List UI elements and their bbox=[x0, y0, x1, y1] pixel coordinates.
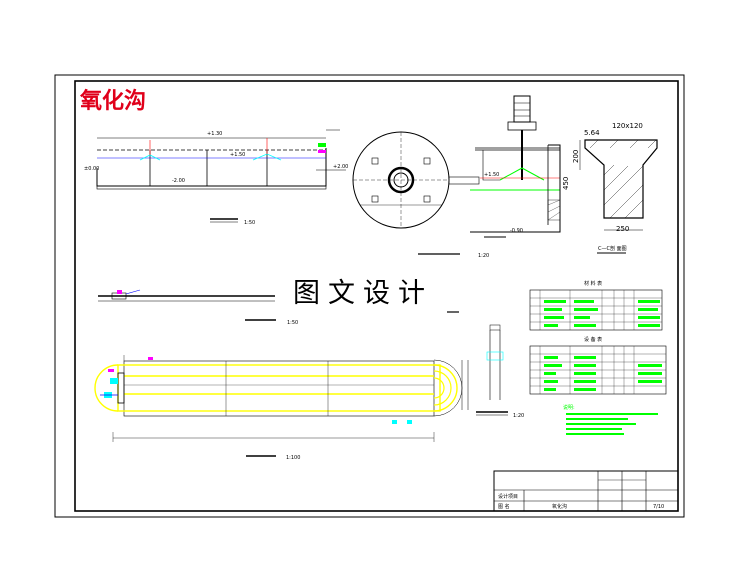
elev-label: +1.30 bbox=[207, 131, 222, 137]
inner-frame bbox=[74, 80, 679, 512]
scale-label: 1:20 bbox=[513, 413, 524, 419]
ditch-plan: 1:100 bbox=[94, 355, 463, 461]
title-block-drawing-label: 图 名 bbox=[498, 503, 510, 510]
section-title: C—C剖 面图 bbox=[598, 245, 627, 252]
title-block: 设计项目 图 名 氧化沟 7/10 bbox=[493, 470, 679, 512]
elev-label: +1.50 bbox=[484, 172, 499, 178]
scale-label: 1:50 bbox=[287, 320, 298, 326]
scale-label: 1:20 bbox=[478, 253, 489, 259]
dim-label: 5.64 bbox=[584, 129, 600, 137]
table-title: 设 备 表 bbox=[584, 336, 602, 343]
section-c-c: 120x120 5.64 250 200 C—C剖 面图 bbox=[572, 122, 658, 254]
section-b-b: 1:50 bbox=[98, 289, 298, 326]
pipe-detail: 1:20 bbox=[461, 324, 524, 419]
title-block-sheet-no: 7/10 bbox=[653, 504, 664, 510]
dim-label: 120x120 bbox=[612, 122, 643, 130]
scale-label: 1:100 bbox=[286, 455, 300, 461]
elev-label: -0.90 bbox=[510, 228, 523, 234]
watermark-text: 图文设计 bbox=[293, 278, 433, 309]
material-table: 材 料 表 bbox=[529, 280, 663, 331]
dim-label: 450 bbox=[562, 177, 570, 190]
elev-label: +2.00 bbox=[333, 164, 348, 170]
dim-label: 250 bbox=[616, 225, 629, 233]
rotor-elevation: +1.50 -0.90 450 bbox=[470, 95, 570, 238]
notes-heading: 说明: bbox=[563, 404, 575, 411]
elev-label: -2.00 bbox=[172, 178, 185, 184]
design-notes: 说明: bbox=[563, 404, 658, 435]
section-a-a: +1.30 ±0.00 -2.00 +1.50 +2.00 1:50 bbox=[84, 129, 348, 226]
title-block-project-label: 设计项目 bbox=[498, 493, 518, 500]
scale-label: 1:50 bbox=[244, 220, 255, 226]
title-block-drawing-name: 氧化沟 bbox=[552, 503, 567, 510]
elev-label: +1.50 bbox=[230, 152, 245, 158]
rotor-plan: 1:20 bbox=[352, 131, 489, 259]
equipment-table: 设 备 表 bbox=[529, 336, 667, 395]
drawing-title: 氧化沟 bbox=[79, 88, 146, 114]
elev-label: ±0.00 bbox=[84, 166, 99, 172]
outer-frame bbox=[54, 74, 685, 518]
table-title: 材 料 表 bbox=[584, 280, 602, 287]
dim-label: 200 bbox=[572, 150, 580, 163]
